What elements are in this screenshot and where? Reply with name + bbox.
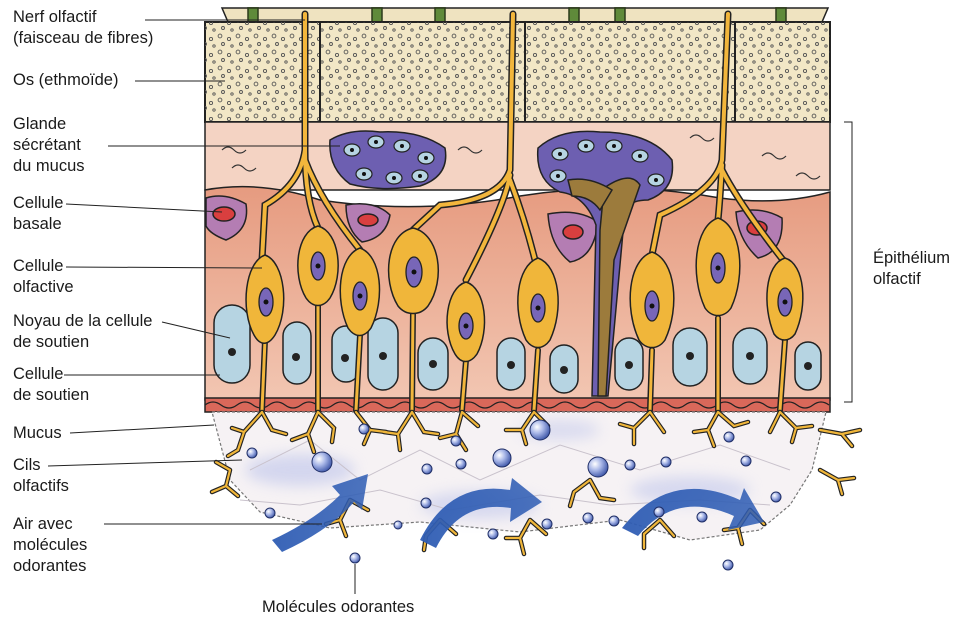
label-cellule-soutien: Cellule de soutien bbox=[13, 364, 89, 406]
ethmoid-bone bbox=[205, 22, 830, 122]
label-molecules-odorantes: Molécules odorantes bbox=[262, 597, 414, 618]
label-epithelium-olfactif: Épithélium olfactif bbox=[873, 248, 950, 290]
label-nerf-olfactif: Nerf olfactif (faisceau de fibres) bbox=[13, 7, 153, 49]
label-cellule-olfactive: Cellule olfactive bbox=[13, 256, 74, 298]
label-cils-olfactifs: Cils olfactifs bbox=[13, 455, 69, 497]
label-air-molecules: Air avec molécules odorantes bbox=[13, 514, 87, 577]
label-os-ethmoide: Os (ethmoïde) bbox=[13, 70, 118, 91]
label-mucus: Mucus bbox=[13, 423, 62, 444]
label-noyau-soutien: Noyau de la cellule de soutien bbox=[13, 311, 152, 353]
label-cellule-basale: Cellule basale bbox=[13, 193, 63, 235]
lamina-propria bbox=[205, 122, 830, 190]
label-glande: Glande sécrétant du mucus bbox=[13, 114, 85, 177]
nerve-fiber-stubs bbox=[222, 8, 828, 22]
